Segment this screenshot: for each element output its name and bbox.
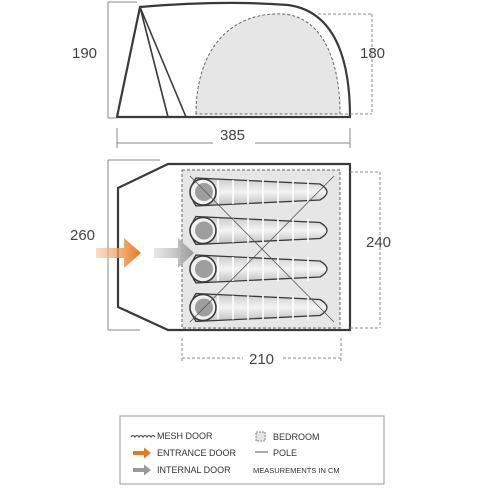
sleeping-bag	[189, 177, 328, 207]
legend-box	[119, 415, 385, 485]
mesh-door-icon	[130, 434, 156, 439]
sleeping-bag-head-opening	[195, 183, 213, 201]
sleeping-bag	[189, 254, 328, 284]
bedroom-width-label: 240	[366, 234, 391, 251]
height-dimension-bracket	[107, 1, 137, 119]
sleeping-bag	[189, 215, 328, 246]
legend-mesh-door: MESH DOOR	[157, 431, 213, 441]
inner-bedroom-profile	[195, 13, 341, 115]
front-pole-lines	[139, 6, 187, 118]
inner-height-bracket	[318, 13, 373, 115]
legend-measurements: MEASUREMENTS IN CM	[253, 466, 340, 475]
bedroom-length-label: 210	[249, 351, 274, 368]
legend: MESH DOOR ENTRANCE DOOR INTERNAL DOOR BE…	[119, 415, 385, 485]
width-dimension-label: 260	[70, 227, 95, 244]
internal-door-arrow-icon	[154, 238, 194, 268]
length-dimension-bracket	[116, 128, 351, 148]
sleeping-bags	[189, 177, 328, 323]
bedroom-legend-icon	[255, 431, 266, 442]
pole-lines	[189, 175, 335, 323]
legend-pole: POLE	[273, 448, 297, 458]
bedroom-length-bracket	[181, 338, 342, 362]
entrance-door-legend-icon	[133, 447, 151, 459]
sleeping-bag	[189, 292, 328, 323]
legend-bedroom: BEDROOM	[273, 432, 320, 442]
length-dimension-label: 385	[220, 127, 245, 144]
inner-height-label: 180	[360, 45, 385, 62]
width-dimension-bracket	[107, 159, 160, 331]
sleeping-bag-head-opening	[195, 221, 213, 240]
legend-entrance-door: ENTRANCE DOOR	[157, 448, 237, 458]
bedroom-width-bracket	[350, 171, 381, 329]
legend-internal-door: INTERNAL DOOR	[157, 465, 231, 475]
sleeping-bag-head-opening	[195, 260, 213, 278]
entrance-door-arrow-icon	[96, 238, 141, 268]
internal-door-legend-icon	[133, 464, 151, 476]
floor-plan: 260 240 210	[70, 159, 391, 368]
height-dimension-label: 190	[72, 45, 97, 62]
side-view: 190 180 385	[72, 1, 385, 148]
